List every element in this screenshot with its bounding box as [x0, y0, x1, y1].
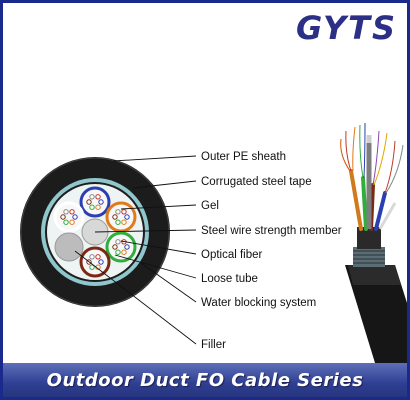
label-loose-tube: Loose tube [201, 273, 258, 285]
optical-fiber [89, 204, 95, 210]
leader-water-blocking [140, 262, 197, 303]
leader-loose-tube [114, 254, 197, 279]
optical-fiber [95, 254, 101, 260]
loose-tubes [53, 186, 137, 278]
optical-fiber [72, 214, 78, 220]
optical-fiber [115, 249, 121, 255]
component-labels: Outer PE sheath Corrugated steel tape Ge… [201, 151, 342, 351]
label-water-blocking-system: Water blocking system [201, 297, 316, 309]
label-steel-wire-strength-member: Steel wire strength member [201, 225, 342, 237]
optical-fiber [121, 249, 127, 255]
optical-fiber [60, 214, 66, 220]
optical-fiber [124, 244, 130, 250]
optical-fiber [98, 259, 104, 265]
optical-fiber [69, 209, 75, 215]
label-outer-pe-sheath: Outer PE sheath [201, 151, 286, 163]
optical-fiber [121, 219, 127, 225]
optical-fiber [124, 214, 130, 220]
leader-steel-wire [94, 229, 197, 233]
loose-tube-white [53, 201, 85, 233]
optical-fiber [115, 239, 121, 245]
optical-fiber [63, 209, 69, 215]
leader-outer-pe-sheath [112, 155, 197, 162]
series-banner-text: Outdoor Duct FO Cable Series [46, 369, 364, 391]
side-tube-orange [349, 169, 363, 231]
sheath-edge [20, 157, 170, 307]
optical-fiber [112, 214, 118, 220]
filler-rod [54, 232, 84, 262]
side-tube-blue [374, 191, 387, 231]
optical-fiber [112, 244, 118, 250]
leader-corrugated-steel-tape [132, 180, 197, 189]
optical-fiber [115, 209, 121, 215]
label-optical-fiber: Optical fiber [201, 249, 263, 261]
optical-fiber [95, 194, 101, 200]
cable-side-view [340, 122, 407, 363]
leader-gel [120, 204, 197, 210]
optical-fiber [89, 194, 95, 200]
optical-fiber [115, 219, 121, 225]
optical-fiber [63, 219, 69, 225]
loose-tube-green [105, 231, 137, 263]
optical-fiber [121, 209, 127, 215]
optical-fiber [69, 219, 75, 225]
side-tube-green [361, 176, 368, 231]
optical-fiber [95, 204, 101, 210]
loose-tube-brown [79, 246, 111, 278]
series-banner: Outdoor Duct FO Cable Series [3, 363, 407, 397]
optical-fiber [98, 199, 104, 205]
side-filler-rods [378, 202, 397, 230]
label-corrugated-steel-tape: Corrugated steel tape [201, 176, 312, 188]
optical-fiber [89, 264, 95, 270]
side-inner-layer [357, 227, 381, 249]
side-fibers [340, 122, 404, 194]
side-armor-ridges [353, 250, 385, 264]
cable-cross-section-diagram: Outer PE sheath Corrugated steel tape Ge… [20, 122, 407, 363]
leader-filler [74, 250, 197, 345]
brand-title: GYTS [295, 9, 397, 47]
side-jacket-highlight [348, 265, 401, 285]
loose-tube-orange [105, 201, 137, 233]
side-corrugated-armor [353, 247, 385, 267]
loose-tube-blue [79, 186, 111, 218]
leader-optical-fiber [120, 240, 197, 255]
label-gel: Gel [201, 200, 219, 212]
label-filler: Filler [201, 339, 226, 351]
leader-lines [74, 155, 197, 345]
side-outer-jacket [345, 265, 407, 363]
optical-fiber [86, 199, 92, 205]
optical-fiber [89, 254, 95, 260]
